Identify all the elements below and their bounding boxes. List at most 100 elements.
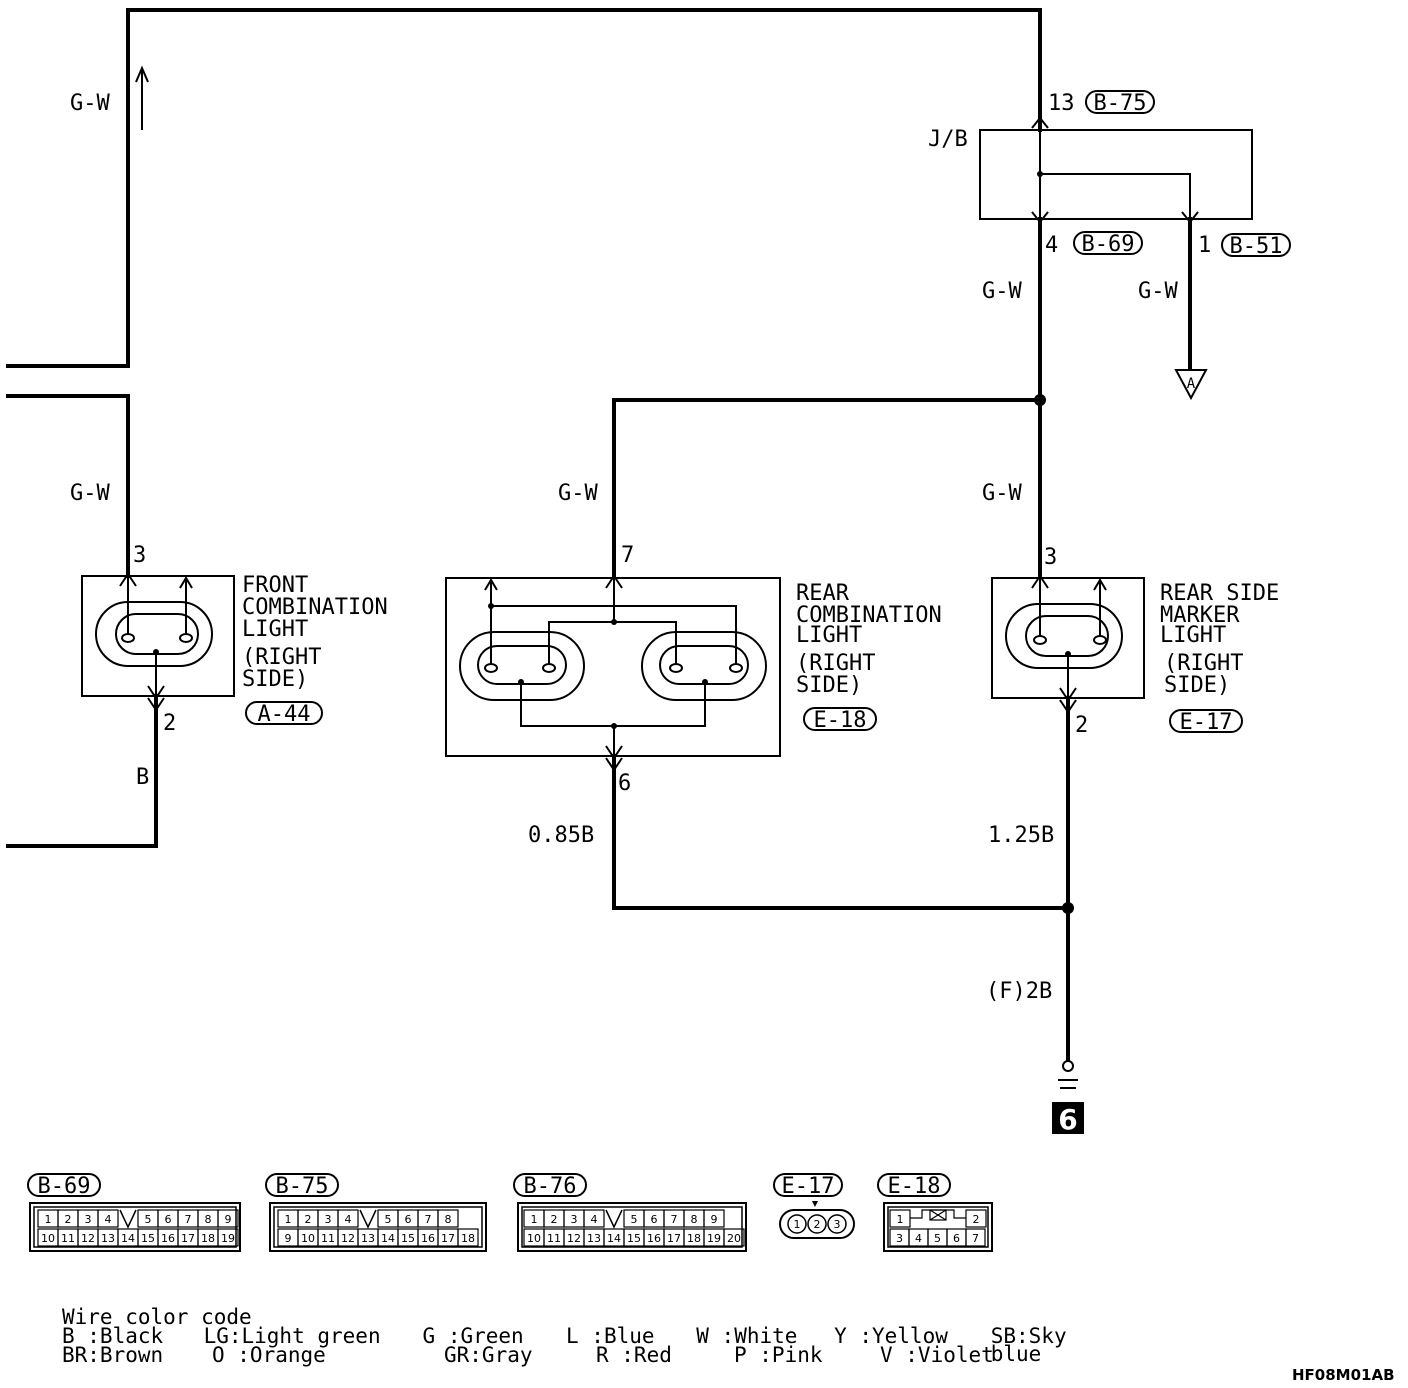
pin-number: 16 <box>647 1232 661 1245</box>
pin-number: 7 <box>671 1213 678 1226</box>
pin-cell <box>723 1228 745 1247</box>
legend-item: W :White <box>696 1324 798 1348</box>
pin-number: 11 <box>61 1232 75 1245</box>
rear-name-line5: SIDE) <box>796 673 862 698</box>
wire-label-jb: G-W <box>982 279 1022 304</box>
wire-label-marker-ground: 1.25B <box>988 823 1054 848</box>
pin-number: 9 <box>225 1213 232 1226</box>
pin-number: 3 <box>85 1213 92 1226</box>
pin-number: 12 <box>81 1232 95 1245</box>
front-pin-out: 2 <box>163 711 176 736</box>
pin-cell <box>217 1209 239 1228</box>
pin-number: 7 <box>425 1213 432 1226</box>
pin-number: 18 <box>687 1232 701 1245</box>
legend-title: Wire color code <box>62 1305 252 1329</box>
pin-number: 14 <box>121 1232 135 1245</box>
junction-block: J/B 13 B-75 4 B-69 1 B-51 A <box>928 90 1291 401</box>
pin-number: 15 <box>141 1232 155 1245</box>
pin-number: 9 <box>285 1232 292 1245</box>
pin-number: 4 <box>591 1213 598 1226</box>
pin-number: 6 <box>165 1213 172 1226</box>
rear-side-marker-light: 3 2 REAR SIDE MARKER LIGHT (RIGHT SIDE) … <box>991 545 1279 738</box>
rear-connector: E-18 <box>814 708 867 733</box>
continuation-triangle-icon <box>1174 369 1208 401</box>
pin-number: 3 <box>325 1213 332 1226</box>
front-name-line2: COMBINATION <box>242 595 388 620</box>
legend-item: L :Blue <box>566 1324 655 1348</box>
pin-cell <box>703 1209 725 1228</box>
rear-pin-out: 6 <box>618 771 631 796</box>
pin-number: 6 <box>651 1213 658 1226</box>
jb-connector-top: B-75 <box>1094 91 1147 116</box>
pin-number: 20 <box>727 1232 741 1245</box>
pin-number: 10 <box>41 1232 55 1245</box>
legend-item: B :Black <box>62 1324 164 1348</box>
wire-label-jb-pin1: G-W <box>1138 279 1178 304</box>
connector-id: E-17 <box>782 1174 835 1199</box>
pin-number: 14 <box>607 1232 621 1245</box>
pin-number: 11 <box>321 1232 335 1245</box>
rear-combination-light: 7 6 REAR COMBINATION LIGHT (RIGHT SIDE) … <box>445 543 942 796</box>
connector-id: B-75 <box>276 1174 329 1199</box>
pin-cell <box>437 1209 459 1228</box>
jb-pin-top: 13 <box>1048 91 1075 116</box>
marker-name-line2: MARKER <box>1160 603 1240 628</box>
pin-number: 11 <box>547 1232 561 1245</box>
pin-number: 5 <box>631 1213 638 1226</box>
pin-cell <box>583 1209 605 1228</box>
legend-item: O :Orange <box>212 1343 326 1367</box>
wire-label-rear-ground: 0.85B <box>528 823 594 848</box>
wire-label-front-ground: B <box>136 765 149 790</box>
front-combination-light: 3 2 FRONT COMBINATION LIGHT (RIGHT SIDE)… <box>81 543 388 736</box>
pin-number: 1 <box>45 1213 52 1226</box>
marker-name-line5: SIDE) <box>1164 673 1230 698</box>
connector-key-icon <box>605 1209 623 1229</box>
marker-name-line4: (RIGHT <box>1164 651 1243 676</box>
legend-item: SB:Sky blue <box>990 1324 1067 1366</box>
pin-number: 18 <box>461 1232 475 1245</box>
pin-number: 15 <box>401 1232 415 1245</box>
pin-number: 7 <box>185 1213 192 1226</box>
connector-id: B-76 <box>524 1174 577 1199</box>
legend-item: Y :Yellow <box>834 1324 948 1348</box>
pin-number: 10 <box>527 1232 541 1245</box>
pin-number: 8 <box>691 1213 698 1226</box>
pin-number: 7 <box>972 1232 979 1245</box>
pin-number: 4 <box>915 1232 922 1245</box>
connector-key-icon <box>359 1209 377 1229</box>
connector-key-icon <box>119 1209 137 1229</box>
front-connector: A-44 <box>258 702 311 727</box>
wire-front-feed <box>6 394 130 578</box>
wire-rear-ground <box>612 754 1070 910</box>
pin-number: 10 <box>301 1232 315 1245</box>
wire-label-rear: G-W <box>558 481 598 506</box>
legend-item: G :Green <box>422 1324 524 1348</box>
pin-number: 14 <box>381 1232 395 1245</box>
pin-cell <box>337 1209 359 1228</box>
front-name-line1: FRONT <box>242 573 308 598</box>
marker-connector: E-17 <box>1180 710 1233 735</box>
jb-pin-right: 1 <box>1198 233 1211 258</box>
pin-number: 19 <box>707 1232 721 1245</box>
jb-label: J/B <box>928 127 968 152</box>
pin-number: 4 <box>345 1213 352 1226</box>
legend-item: P :Pink <box>734 1343 823 1367</box>
rear-pin-in: 7 <box>621 543 634 568</box>
wire-node-to-rear <box>612 398 1042 578</box>
connector-view-e17: E-17 1 2 3 <box>773 1173 855 1239</box>
pin-number: 19 <box>221 1232 235 1245</box>
bulb-icon <box>95 601 213 667</box>
wire-label-main-ground: (F)2B <box>986 979 1052 1004</box>
pin-number: 17 <box>441 1232 455 1245</box>
front-name-line4: (RIGHT <box>242 645 321 670</box>
pin-number: 4 <box>105 1213 112 1226</box>
marker-name-line3: LIGHT <box>1160 623 1226 648</box>
ground-icon <box>1062 1060 1074 1072</box>
front-pin-in: 3 <box>133 543 146 568</box>
pin-number: 5 <box>145 1213 152 1226</box>
wire-front-ground <box>6 694 158 848</box>
